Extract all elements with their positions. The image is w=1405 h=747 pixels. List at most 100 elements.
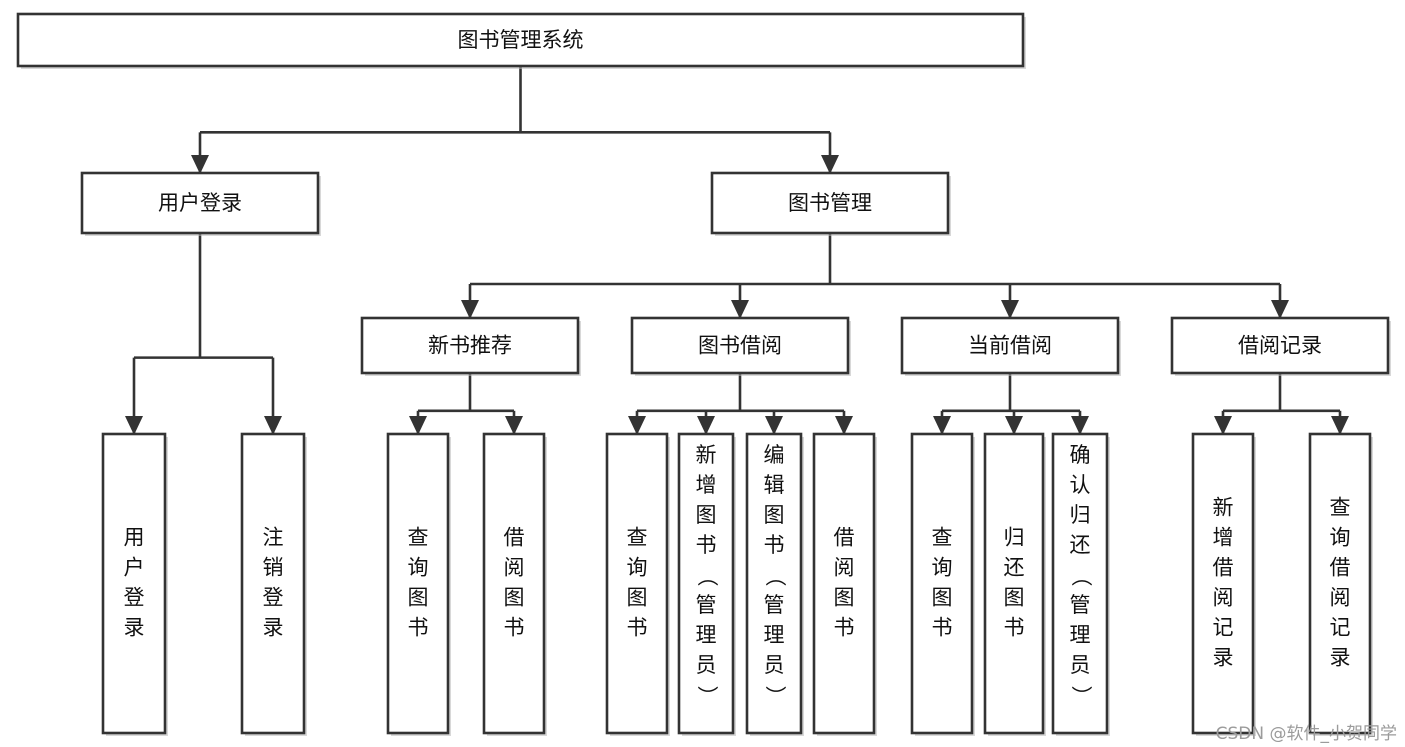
svg-text:增: 增 bbox=[1213, 526, 1234, 550]
arrow-head-icon bbox=[1071, 416, 1089, 435]
node-user-login[interactable]: 用户登录 bbox=[80, 171, 321, 236]
arrow-head-icon bbox=[409, 416, 427, 435]
svg-text:询: 询 bbox=[408, 556, 429, 580]
edge-group-book-borrow bbox=[628, 373, 853, 435]
svg-text:理: 理 bbox=[696, 623, 717, 647]
svg-text:确: 确 bbox=[1070, 443, 1091, 467]
watermark-text: CSDN @软件_小贺同学 bbox=[1215, 724, 1397, 744]
svg-text:阅: 阅 bbox=[1330, 586, 1351, 610]
arrow-head-icon bbox=[835, 416, 853, 435]
svg-text:管: 管 bbox=[696, 593, 717, 617]
svg-text:图: 图 bbox=[504, 586, 525, 610]
svg-text:借: 借 bbox=[1330, 556, 1351, 580]
svg-text:录: 录 bbox=[263, 616, 284, 640]
svg-text:查: 查 bbox=[1330, 496, 1351, 520]
arrow-head-icon bbox=[1271, 300, 1289, 319]
node-leaf-user-login[interactable]: 用户登录 bbox=[101, 432, 168, 736]
node-label: 图书管理 bbox=[788, 191, 872, 215]
svg-text:管: 管 bbox=[764, 593, 785, 617]
svg-text:书: 书 bbox=[504, 616, 525, 640]
svg-text:查: 查 bbox=[627, 526, 648, 550]
svg-text:借: 借 bbox=[1213, 556, 1234, 580]
svg-text:还: 还 bbox=[1070, 533, 1091, 557]
svg-text:书: 书 bbox=[627, 616, 648, 640]
svg-text:阅: 阅 bbox=[504, 556, 525, 580]
svg-text:书: 书 bbox=[764, 533, 785, 557]
node-root[interactable]: 图书管理系统 bbox=[16, 12, 1026, 69]
edge-group-new-book-recommend bbox=[409, 373, 523, 435]
svg-text:新: 新 bbox=[696, 443, 717, 467]
nodes-layer: 图书管理系统用户登录图书管理新书推荐图书借阅当前借阅借阅记录用户登录注销登录查询… bbox=[16, 12, 1391, 736]
svg-text:归: 归 bbox=[1070, 503, 1091, 527]
svg-text:归: 归 bbox=[1004, 526, 1025, 550]
node-borrow-record[interactable]: 借阅记录 bbox=[1170, 316, 1391, 376]
svg-text:阅: 阅 bbox=[834, 556, 855, 580]
svg-text:询: 询 bbox=[627, 556, 648, 580]
svg-text:增: 增 bbox=[696, 473, 717, 497]
svg-text:）: ） bbox=[763, 686, 787, 707]
svg-text:录: 录 bbox=[1213, 646, 1234, 670]
node-book-borrow[interactable]: 图书借阅 bbox=[630, 316, 851, 376]
svg-text:编: 编 bbox=[764, 443, 785, 467]
svg-text:用: 用 bbox=[124, 526, 145, 550]
node-label: 新书推荐 bbox=[428, 334, 512, 358]
node-label: 图书借阅 bbox=[698, 334, 782, 358]
arrow-head-icon bbox=[933, 416, 951, 435]
svg-text:新: 新 bbox=[1213, 496, 1234, 520]
svg-text:认: 认 bbox=[1070, 473, 1091, 497]
svg-text:）: ） bbox=[695, 686, 719, 707]
svg-text:销: 销 bbox=[263, 556, 284, 580]
node-label: 借阅记录 bbox=[1238, 334, 1322, 358]
svg-text:（: （ bbox=[1069, 566, 1093, 587]
node-label: 图书管理系统 bbox=[458, 28, 584, 52]
arrow-head-icon bbox=[125, 416, 143, 435]
arrow-head-icon bbox=[191, 155, 209, 174]
edge-group-current-borrow bbox=[933, 373, 1089, 435]
node-current-borrow[interactable]: 当前借阅 bbox=[900, 316, 1121, 376]
svg-text:图: 图 bbox=[408, 586, 429, 610]
svg-text:查: 查 bbox=[932, 526, 953, 550]
arrow-head-icon bbox=[731, 300, 749, 319]
svg-text:书: 书 bbox=[696, 533, 717, 557]
svg-text:图: 图 bbox=[1004, 586, 1025, 610]
svg-text:阅: 阅 bbox=[1213, 586, 1234, 610]
svg-text:借: 借 bbox=[504, 526, 525, 550]
svg-text:户: 户 bbox=[124, 556, 145, 580]
arrow-head-icon bbox=[628, 416, 646, 435]
arrow-head-icon bbox=[1005, 416, 1023, 435]
svg-text:书: 书 bbox=[932, 616, 953, 640]
svg-text:记: 记 bbox=[1213, 616, 1234, 640]
svg-text:（: （ bbox=[763, 566, 787, 587]
arrow-head-icon bbox=[697, 416, 715, 435]
node-book-manage[interactable]: 图书管理 bbox=[710, 171, 951, 236]
svg-text:员: 员 bbox=[1070, 653, 1091, 677]
arrow-head-icon bbox=[1331, 416, 1349, 435]
svg-text:注: 注 bbox=[263, 526, 284, 550]
svg-text:还: 还 bbox=[1004, 556, 1025, 580]
edge-group-book-manage bbox=[461, 233, 1289, 319]
node-new-book-recommend[interactable]: 新书推荐 bbox=[360, 316, 581, 376]
svg-text:录: 录 bbox=[1330, 646, 1351, 670]
svg-text:管: 管 bbox=[1070, 593, 1091, 617]
svg-text:理: 理 bbox=[1070, 623, 1091, 647]
